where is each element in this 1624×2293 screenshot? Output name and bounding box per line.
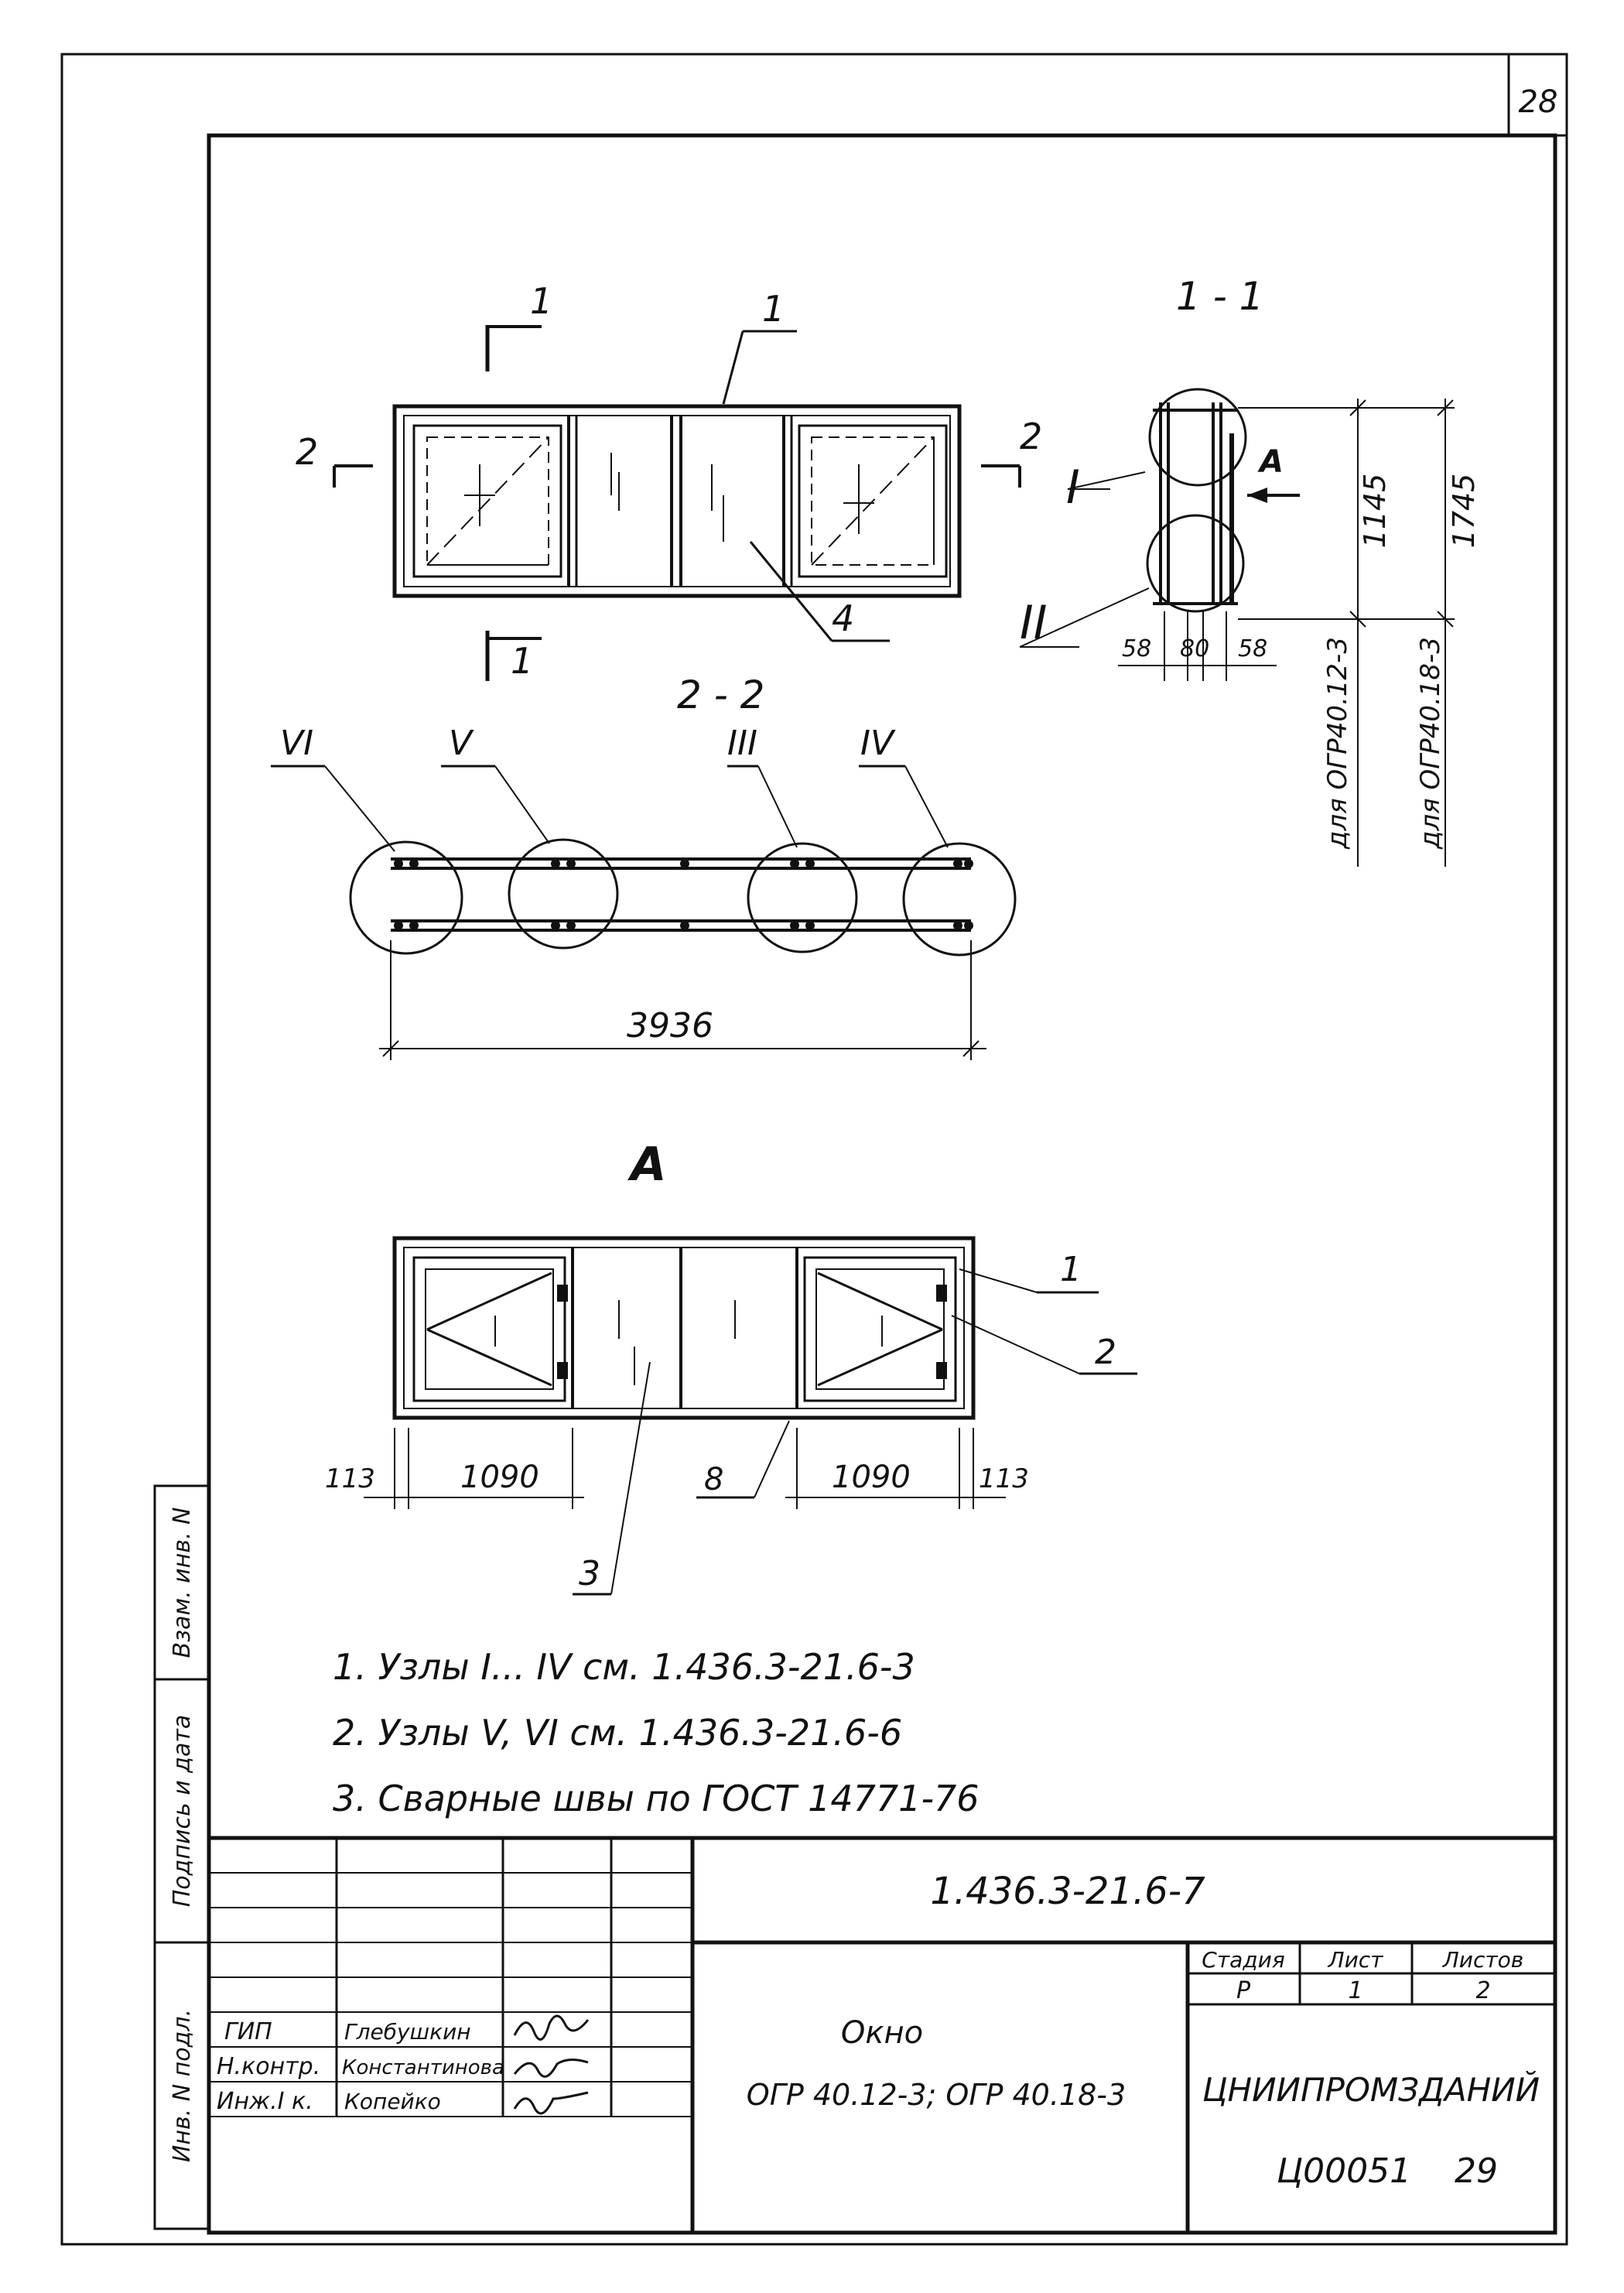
dim-1090-right: 1090 — [832, 1460, 911, 1495]
view-arrow-label: A — [1257, 444, 1284, 480]
note-ogr-40-12: для ОГР40.12-3 — [1322, 637, 1353, 850]
sheet-number-top: 28 — [1519, 84, 1558, 120]
node-VI-label: VI — [280, 724, 313, 763]
person-1: Глебушкин — [344, 2019, 471, 2045]
node-V-label: V — [449, 724, 474, 763]
dim-113-left: 113 — [325, 1463, 375, 1494]
sheet-number-box — [1507, 53, 1568, 137]
person-3: Копейко — [344, 2089, 441, 2114]
section-2-left-label: 2 — [296, 431, 318, 473]
name-line-1: Окно — [841, 2015, 923, 2051]
callout-2-view-a: 2 — [1095, 1333, 1116, 1372]
side-stamp: Взам. инв. N Подпись и дата Инв. N подл. — [153, 1484, 210, 2230]
signature-2 — [513, 2059, 589, 2078]
dim-113-right: 113 — [979, 1463, 1029, 1494]
stage-header: Стадия — [1202, 1947, 1284, 1973]
stamp-replace-inv: Взам. инв. N — [169, 1508, 196, 1658]
dim-1145: 1145 — [1358, 474, 1392, 549]
dim-58-right: 58 — [1238, 635, 1267, 662]
sheets-value: 2 — [1475, 1977, 1490, 2004]
name-line-2: ОГР 40.12-3; ОГР 40.18-3 — [747, 2078, 1126, 2112]
section-2-2: 2 - 2 VI V III — [271, 672, 1017, 1060]
footer-page: 29 — [1455, 2151, 1498, 2191]
note-3: 3. Сварные швы по ГОСТ 14771-76 — [333, 1778, 980, 1819]
callout-1-top: 1 — [762, 288, 785, 330]
node-I-label: I — [1066, 460, 1080, 515]
callout-3-view-a: 3 — [579, 1554, 600, 1593]
dim-1745: 1745 — [1447, 474, 1481, 549]
top-elevation: 1 1 2 2 1 4 — [296, 280, 1042, 682]
title-block: ГИП Н.контр. Инж.I к. Глебушкин Констант… — [209, 1836, 1555, 2233]
section-1-1: 1 - 1 I II A — [1019, 274, 1481, 867]
role-n-kontr: Н.контр. — [217, 2053, 320, 2080]
node-III-label: III — [727, 724, 757, 763]
designation: 1.436.3-21.6-7 — [930, 1870, 1205, 1913]
node-IV-label: IV — [860, 724, 896, 763]
outer-frame — [60, 53, 1568, 2246]
dim-1090-left: 1090 — [460, 1460, 539, 1495]
role-gip: ГИП — [224, 2018, 272, 2045]
sheets-header: Листов — [1442, 1947, 1524, 1973]
sheet-header: Лист — [1328, 1947, 1384, 1973]
section-1-1-title: 1 - 1 — [1176, 274, 1263, 319]
note-1: 1. Узлы I... IV см. 1.436.3-21.6-3 — [333, 1646, 915, 1688]
signature-1 — [513, 2014, 590, 2041]
section-2-right-label: 2 — [1020, 416, 1042, 457]
inner-frame — [207, 133, 1557, 2235]
dim-80: 80 — [1180, 635, 1209, 662]
callout-4-top: 4 — [832, 597, 854, 639]
organization: ЦНИИПРОМЗДАНИЙ — [1202, 2070, 1540, 2109]
callout-1-view-a: 1 — [1060, 1250, 1082, 1289]
footer-code: Ц00051 — [1277, 2151, 1411, 2191]
node-II-label: II — [1020, 596, 1047, 650]
person-2: Константинова — [342, 2056, 504, 2079]
dim-58-left: 58 — [1122, 635, 1151, 662]
view-a: А 1 2 3 8 — [325, 1138, 1137, 1596]
note-2: 2. Узлы V, VI см. 1.436.3-21.6-6 — [333, 1712, 902, 1754]
section-2-2-title: 2 - 2 — [677, 672, 764, 717]
section-1-bottom-label: 1 — [511, 640, 533, 682]
view-a-title: А — [627, 1138, 666, 1192]
dim-3936: 3936 — [627, 1006, 713, 1046]
stamp-signature-date: Подпись и дата — [169, 1715, 196, 1908]
note-ogr-40-18: для ОГР40.18-3 — [1415, 637, 1446, 850]
signature-3 — [513, 2091, 589, 2115]
section-1-top-label: 1 — [530, 280, 552, 322]
stage-value: Р — [1236, 1977, 1251, 2004]
callout-8-view-a: 8 — [704, 1462, 723, 1497]
role-inzh: Инж.I к. — [217, 2088, 313, 2115]
notes: 1. Узлы I... IV см. 1.436.3-21.6-3 2. Уз… — [333, 1646, 980, 1819]
stamp-inv-original: Инв. N подл. — [169, 2009, 196, 2162]
sheet-value: 1 — [1348, 1977, 1362, 2004]
